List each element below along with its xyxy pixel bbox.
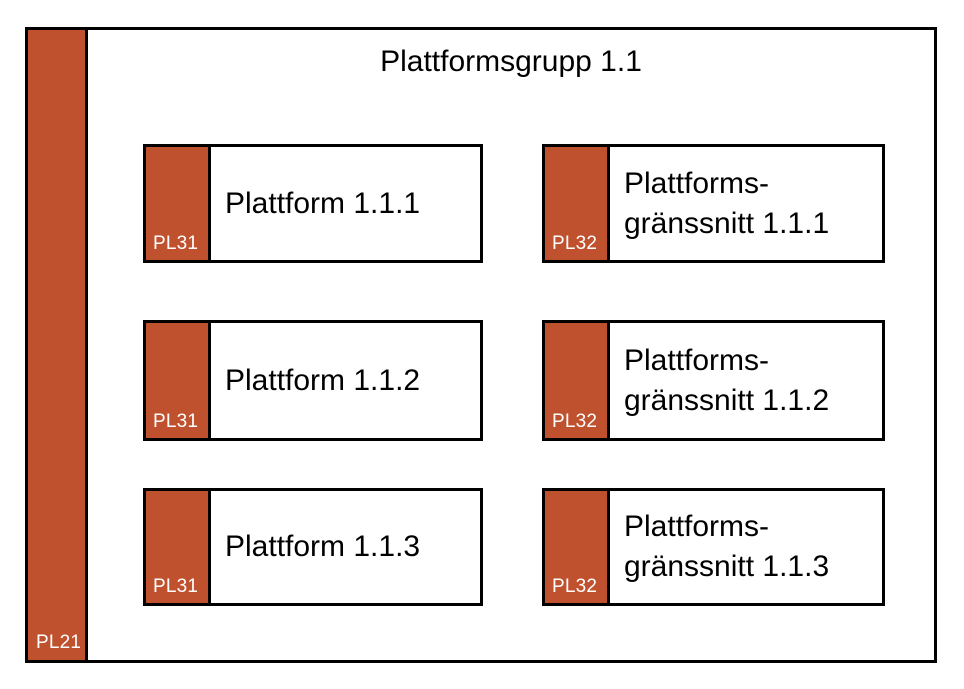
band-tag-label: PL21 [36, 632, 82, 653]
card-tag-label: PL31 [153, 576, 199, 597]
card-tag-label: PL31 [153, 233, 199, 254]
card-body: Plattform 1.1.3 [211, 491, 480, 603]
platform-card[interactable]: PL31 Plattform 1.1.1 [143, 144, 483, 263]
platform-interface-card[interactable]: PL32 Plattforms-gränssnitt 1.1.3 [542, 488, 885, 606]
page-title: Plattformsgrupp 1.1 [380, 45, 642, 78]
card-tag-strip: PL32 [545, 323, 610, 438]
platform-card[interactable]: PL31 Plattform 1.1.2 [143, 320, 483, 441]
card-tag-strip: PL31 [146, 147, 211, 260]
card-tag-strip: PL32 [545, 491, 610, 603]
card-body: Plattforms-gränssnitt 1.1.2 [610, 323, 882, 438]
card-tag-strip: PL31 [146, 491, 211, 603]
card-tag-strip: PL32 [545, 147, 610, 260]
card-body: Plattform 1.1.1 [211, 147, 480, 260]
card-label: Plattforms-gränssnitt 1.1.2 [624, 343, 830, 417]
card-tag-label: PL31 [153, 411, 199, 432]
card-tag-strip: PL31 [146, 323, 211, 438]
card-label: Plattforms-gränssnitt 1.1.3 [624, 510, 830, 583]
platform-interface-card[interactable]: PL32 Plattforms-gränssnitt 1.1.1 [542, 144, 885, 263]
platform-group-band: PL21 [25, 27, 88, 663]
card-label: Plattform 1.1.1 [225, 186, 421, 220]
card-body: Plattforms-gränssnitt 1.1.3 [610, 491, 882, 603]
card-label: Plattform 1.1.2 [225, 363, 421, 397]
card-label: Plattform 1.1.3 [225, 530, 421, 563]
card-tag-label: PL32 [552, 576, 598, 597]
card-tag-label: PL32 [552, 233, 598, 254]
card-body: Plattform 1.1.2 [211, 323, 480, 438]
card-tag-label: PL32 [552, 411, 598, 432]
platform-interface-card[interactable]: PL32 Plattforms-gränssnitt 1.1.2 [542, 320, 885, 441]
card-body: Plattforms-gränssnitt 1.1.1 [610, 147, 882, 260]
platform-card[interactable]: PL31 Plattform 1.1.3 [143, 488, 483, 606]
card-label: Plattforms-gränssnitt 1.1.1 [624, 166, 830, 240]
